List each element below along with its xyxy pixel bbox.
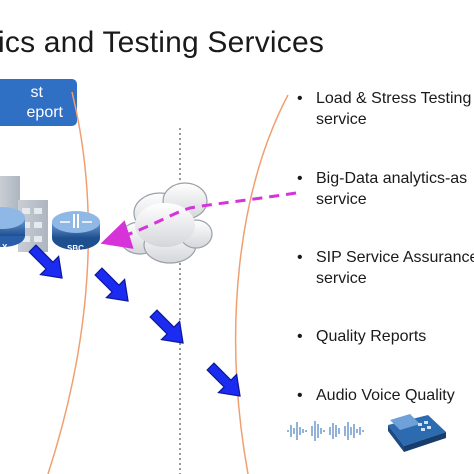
- bullet-icon: •: [297, 170, 303, 187]
- cloud-icon: [119, 182, 213, 264]
- service-line-1: Big-Data analytics-as: [316, 170, 468, 187]
- bullet-icon: •: [297, 90, 303, 107]
- service-line-1: Quality Reports: [316, 328, 427, 345]
- desk-phone-icon: [388, 414, 446, 452]
- bullet-icon: •: [297, 249, 303, 266]
- service-line-2: service: [316, 191, 367, 208]
- traffic-arrow-3: [149, 309, 184, 344]
- service-line-1: Load & Stress Testing: [316, 90, 472, 107]
- service-line-2: service: [316, 111, 367, 128]
- sbc-device-icon: SBC: [52, 211, 100, 253]
- service-line-1: Audio Voice Quality: [316, 387, 455, 404]
- service-line-2: service: [316, 270, 367, 287]
- service-line-1: SIP Service Assurance: [316, 249, 474, 266]
- traffic-arrow-4: [206, 362, 241, 397]
- sbc-device-label: SBC: [67, 244, 84, 253]
- traffic-arrow-2: [94, 267, 129, 302]
- test-report-box: st eport: [0, 79, 77, 126]
- bullet-icon: •: [297, 387, 303, 404]
- test-report-line-2: eport: [26, 104, 63, 121]
- traffic-arrow-1: [28, 244, 63, 279]
- audio-waveform-icon: [287, 421, 364, 441]
- bullet-icon: •: [297, 328, 303, 345]
- network-boundary-left: [47, 91, 90, 474]
- page-title: ics and Testing Services: [0, 26, 325, 59]
- pbx-device-label: X: [2, 243, 8, 252]
- network-boundary-right: [234, 94, 289, 474]
- pbx-device-icon: X: [0, 207, 25, 252]
- analytics-flow-arrow: [100, 191, 297, 249]
- test-report-line-1: st: [30, 84, 43, 101]
